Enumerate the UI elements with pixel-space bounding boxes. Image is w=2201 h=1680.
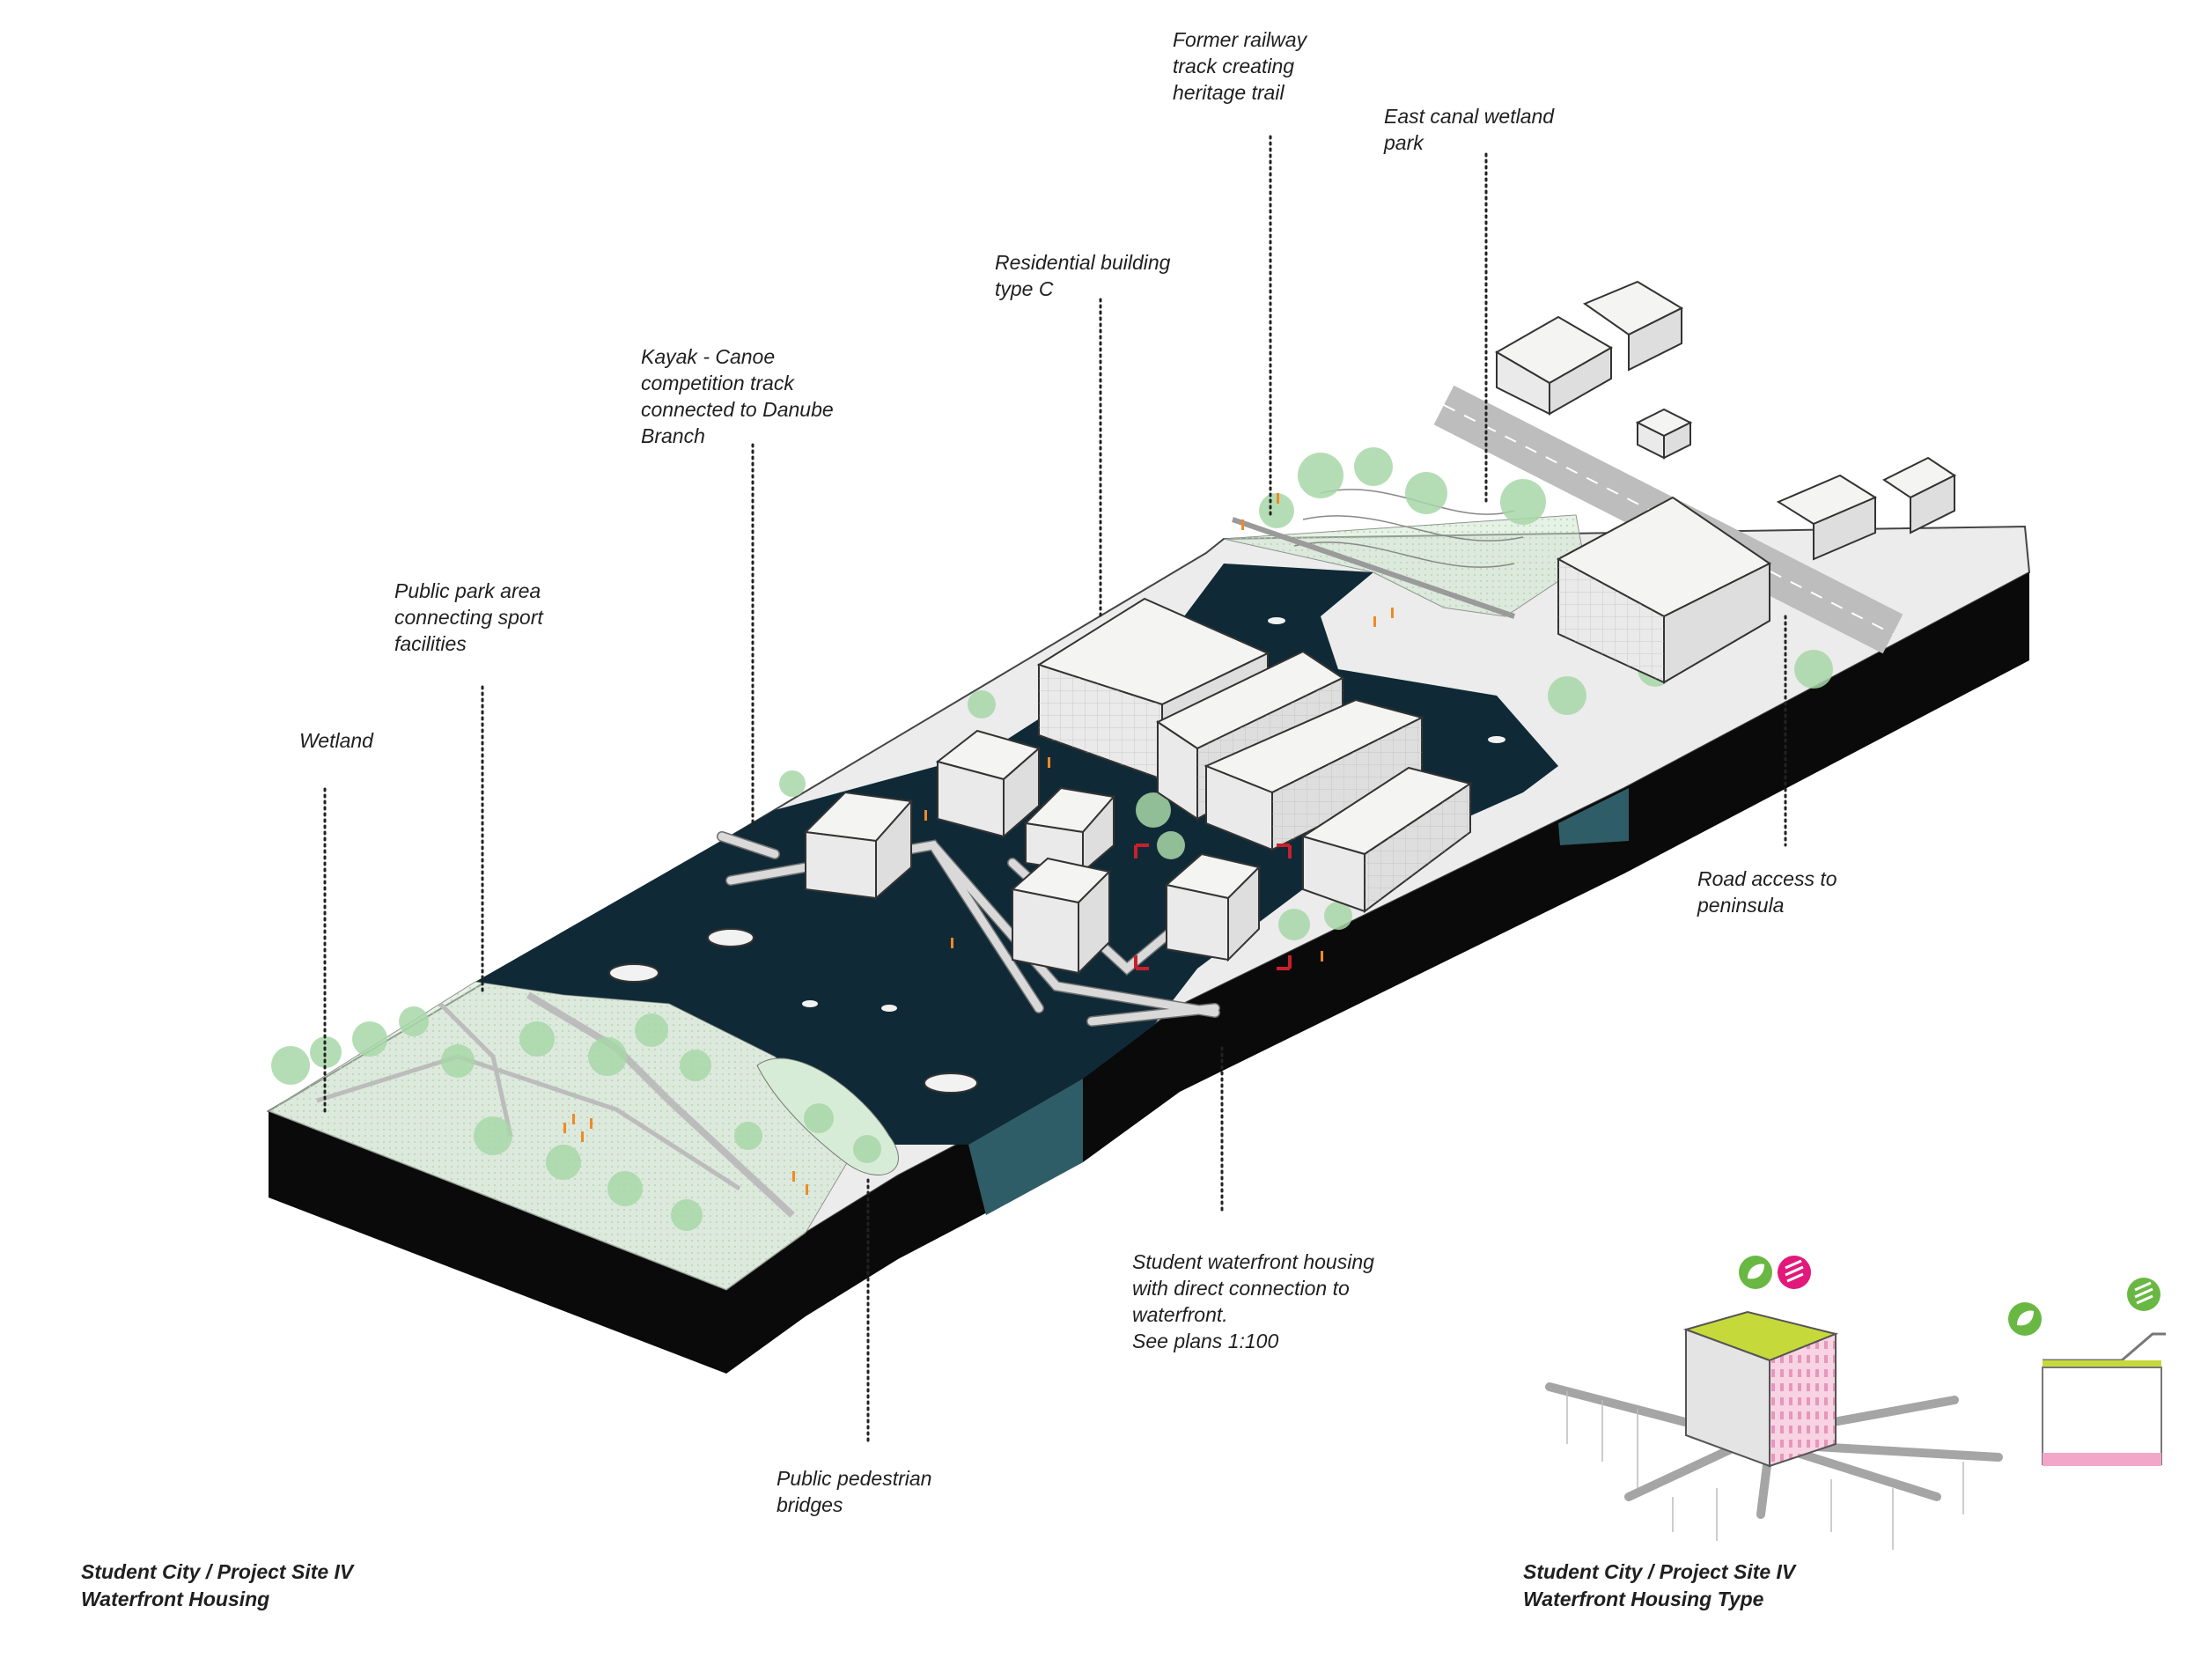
leader-lines — [323, 135, 1787, 1446]
highlight-frame — [1134, 844, 1292, 970]
solar-stripes-icon — [1778, 1256, 1811, 1289]
east-large-building — [1556, 496, 1771, 684]
residential-bar-3 — [1300, 766, 1473, 913]
section-green-roof — [2043, 1360, 2161, 1367]
annotation-road-access: Road access to peninsula — [1697, 867, 1837, 917]
context-buildings — [1495, 280, 1956, 561]
buildings — [803, 280, 1956, 976]
section-building — [2042, 1367, 2162, 1465]
annotation-public-park: Public park area connecting sport facili… — [394, 579, 543, 655]
trees — [271, 447, 1833, 1231]
annotation-railway-trail: Former railway track creating heritage t… — [1173, 28, 1307, 104]
residential-bar-2 — [1204, 698, 1424, 851]
section-pink-base — [2043, 1453, 2161, 1466]
student-tower-4 — [1010, 857, 1112, 976]
solar-stripes-icon — [2127, 1278, 2161, 1311]
annotation-east-canal: East canal wetland park — [1384, 105, 1555, 154]
student-tower-highlight — [1134, 844, 1292, 970]
caption-waterfront-housing-type: Student City / Project Site IV Waterfron… — [1523, 1560, 1796, 1610]
solar-facade — [1769, 1332, 1837, 1468]
leaf-icon — [1739, 1256, 1772, 1289]
student-tower-1 — [803, 791, 913, 901]
water-edge-cut — [968, 1079, 1083, 1215]
canal-edge-cut — [1558, 788, 1629, 845]
annotation-pedestrian-bridges: Public pedestrian bridges — [777, 1467, 932, 1516]
student-tower-3 — [1023, 786, 1115, 874]
boats — [608, 617, 1505, 1094]
student-tower-2 — [935, 729, 1042, 839]
housing-type-inset — [1545, 1256, 2166, 1550]
annotation-student-housing: Student waterfront housing with direct c… — [1132, 1250, 1374, 1352]
leaf-icon — [2008, 1302, 2042, 1336]
caption-waterfront-housing: Student City / Project Site IV Waterfron… — [81, 1560, 354, 1610]
base-front-face — [269, 1111, 726, 1374]
annotation-residential-c: Residential building type C — [995, 251, 1171, 300]
annotation-wetland: Wetland — [299, 729, 373, 752]
annotation-kayak-canoe: Kayak - Canoe competition track connecte… — [641, 345, 834, 447]
